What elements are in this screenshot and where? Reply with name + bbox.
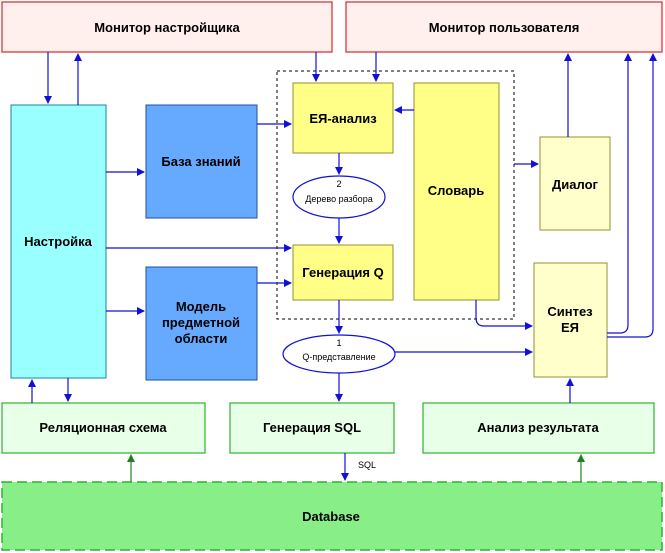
domain-model-line1: Модель: [176, 299, 226, 314]
green-arrows: [127, 454, 585, 482]
database-block: Database: [1, 481, 663, 551]
arrow-nl-synthesis-to-monitor-user-1: [607, 53, 632, 334]
knowledge-base-label: База знаний: [161, 154, 240, 169]
result-analysis-block: Анализ результата: [422, 402, 655, 454]
q-generation-block: Генерация Q: [292, 244, 394, 301]
dialog-block: Диалог: [539, 136, 611, 231]
setup-label: Настройка: [24, 234, 93, 249]
relational-schema-label: Реляционная схема: [39, 420, 167, 435]
database-label: Database: [302, 509, 360, 524]
q-representation-number: 1: [336, 338, 341, 348]
nl-synthesis-block: Синтез ЕЯ: [533, 262, 608, 378]
dictionary-label: Словарь: [428, 183, 484, 198]
arrow-dictionary-to-nl-synthesis: [475, 300, 533, 330]
domain-model-block: Модель предметной области: [145, 266, 258, 381]
nl-analysis-label: ЕЯ-анализ: [309, 111, 377, 126]
monitor-setup-block: Монитор настройщика: [1, 1, 333, 53]
nl-synthesis-line2: ЕЯ: [561, 320, 579, 335]
monitor-setup-label: Монитор настройщика: [94, 20, 240, 35]
sql-generation-block: Генерация SQL: [229, 402, 395, 454]
q-representation-label: Q-представление: [302, 352, 375, 362]
nl-module-group: [276, 70, 515, 320]
domain-model-line3: области: [175, 331, 228, 346]
parse-tree-label: Дерево разбора: [305, 194, 372, 204]
domain-model-line2: предметной: [162, 315, 240, 330]
dialog-label: Диалог: [552, 177, 599, 192]
q-representation-node: 1 Q-представление: [282, 334, 396, 374]
flow-arrows: [28, 52, 657, 481]
q-generation-label: Генерация Q: [302, 265, 384, 280]
nl-analysis-block: ЕЯ-анализ: [292, 82, 394, 154]
knowledge-base-block: База знаний: [145, 104, 258, 219]
nl-synthesis-line1: Синтез: [547, 304, 593, 319]
dictionary-block: Словарь: [413, 82, 500, 301]
monitor-user-label: Монитор пользователя: [429, 20, 580, 35]
parse-tree-number: 2: [336, 179, 341, 189]
result-analysis-label: Анализ результата: [477, 420, 599, 435]
monitor-user-block: Монитор пользователя: [345, 1, 663, 53]
sql-arrow-label: SQL: [358, 460, 376, 470]
arrow-nl-synthesis-to-monitor-user-2: [607, 53, 657, 338]
setup-block: Настройка: [10, 104, 107, 379]
sql-generation-label: Генерация SQL: [263, 420, 361, 435]
parse-tree-node: 2 Дерево разбора: [292, 175, 386, 219]
relational-schema-block: Реляционная схема: [1, 402, 206, 454]
